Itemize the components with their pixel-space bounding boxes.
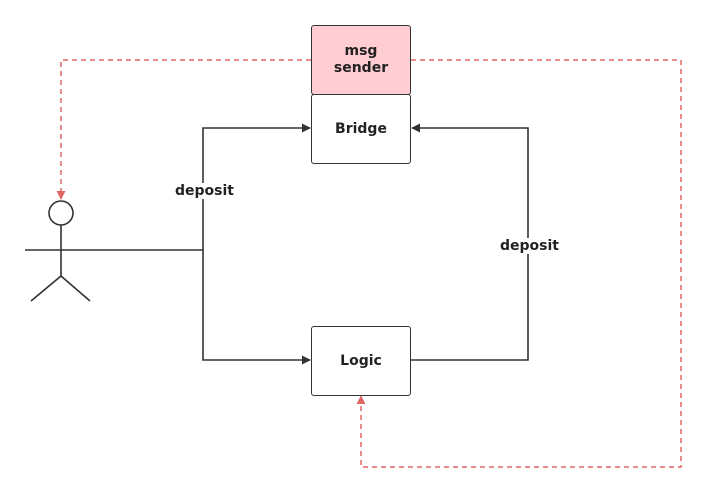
- bridge-node: Bridge: [311, 94, 411, 164]
- edge-actor-to-logic: [202, 250, 311, 365]
- actor-icon: [25, 200, 95, 302]
- logic-node: Logic: [311, 326, 411, 396]
- edge-label-deposit-bridge: deposit: [173, 183, 236, 199]
- msg-sender-label-line1: msg: [344, 43, 378, 59]
- edge-actor-to-bridge: [202, 123, 311, 250]
- msg-sender-node: msg sender: [311, 25, 411, 95]
- edge-sender-to-actor: [56, 59, 311, 200]
- edge-label-deposit-logic: deposit: [498, 238, 561, 254]
- logic-label: Logic: [340, 352, 382, 369]
- msg-sender-label-line2: sender: [333, 60, 389, 76]
- bridge-label: Bridge: [335, 120, 387, 137]
- edge-sender-to-logic: [356, 59, 682, 468]
